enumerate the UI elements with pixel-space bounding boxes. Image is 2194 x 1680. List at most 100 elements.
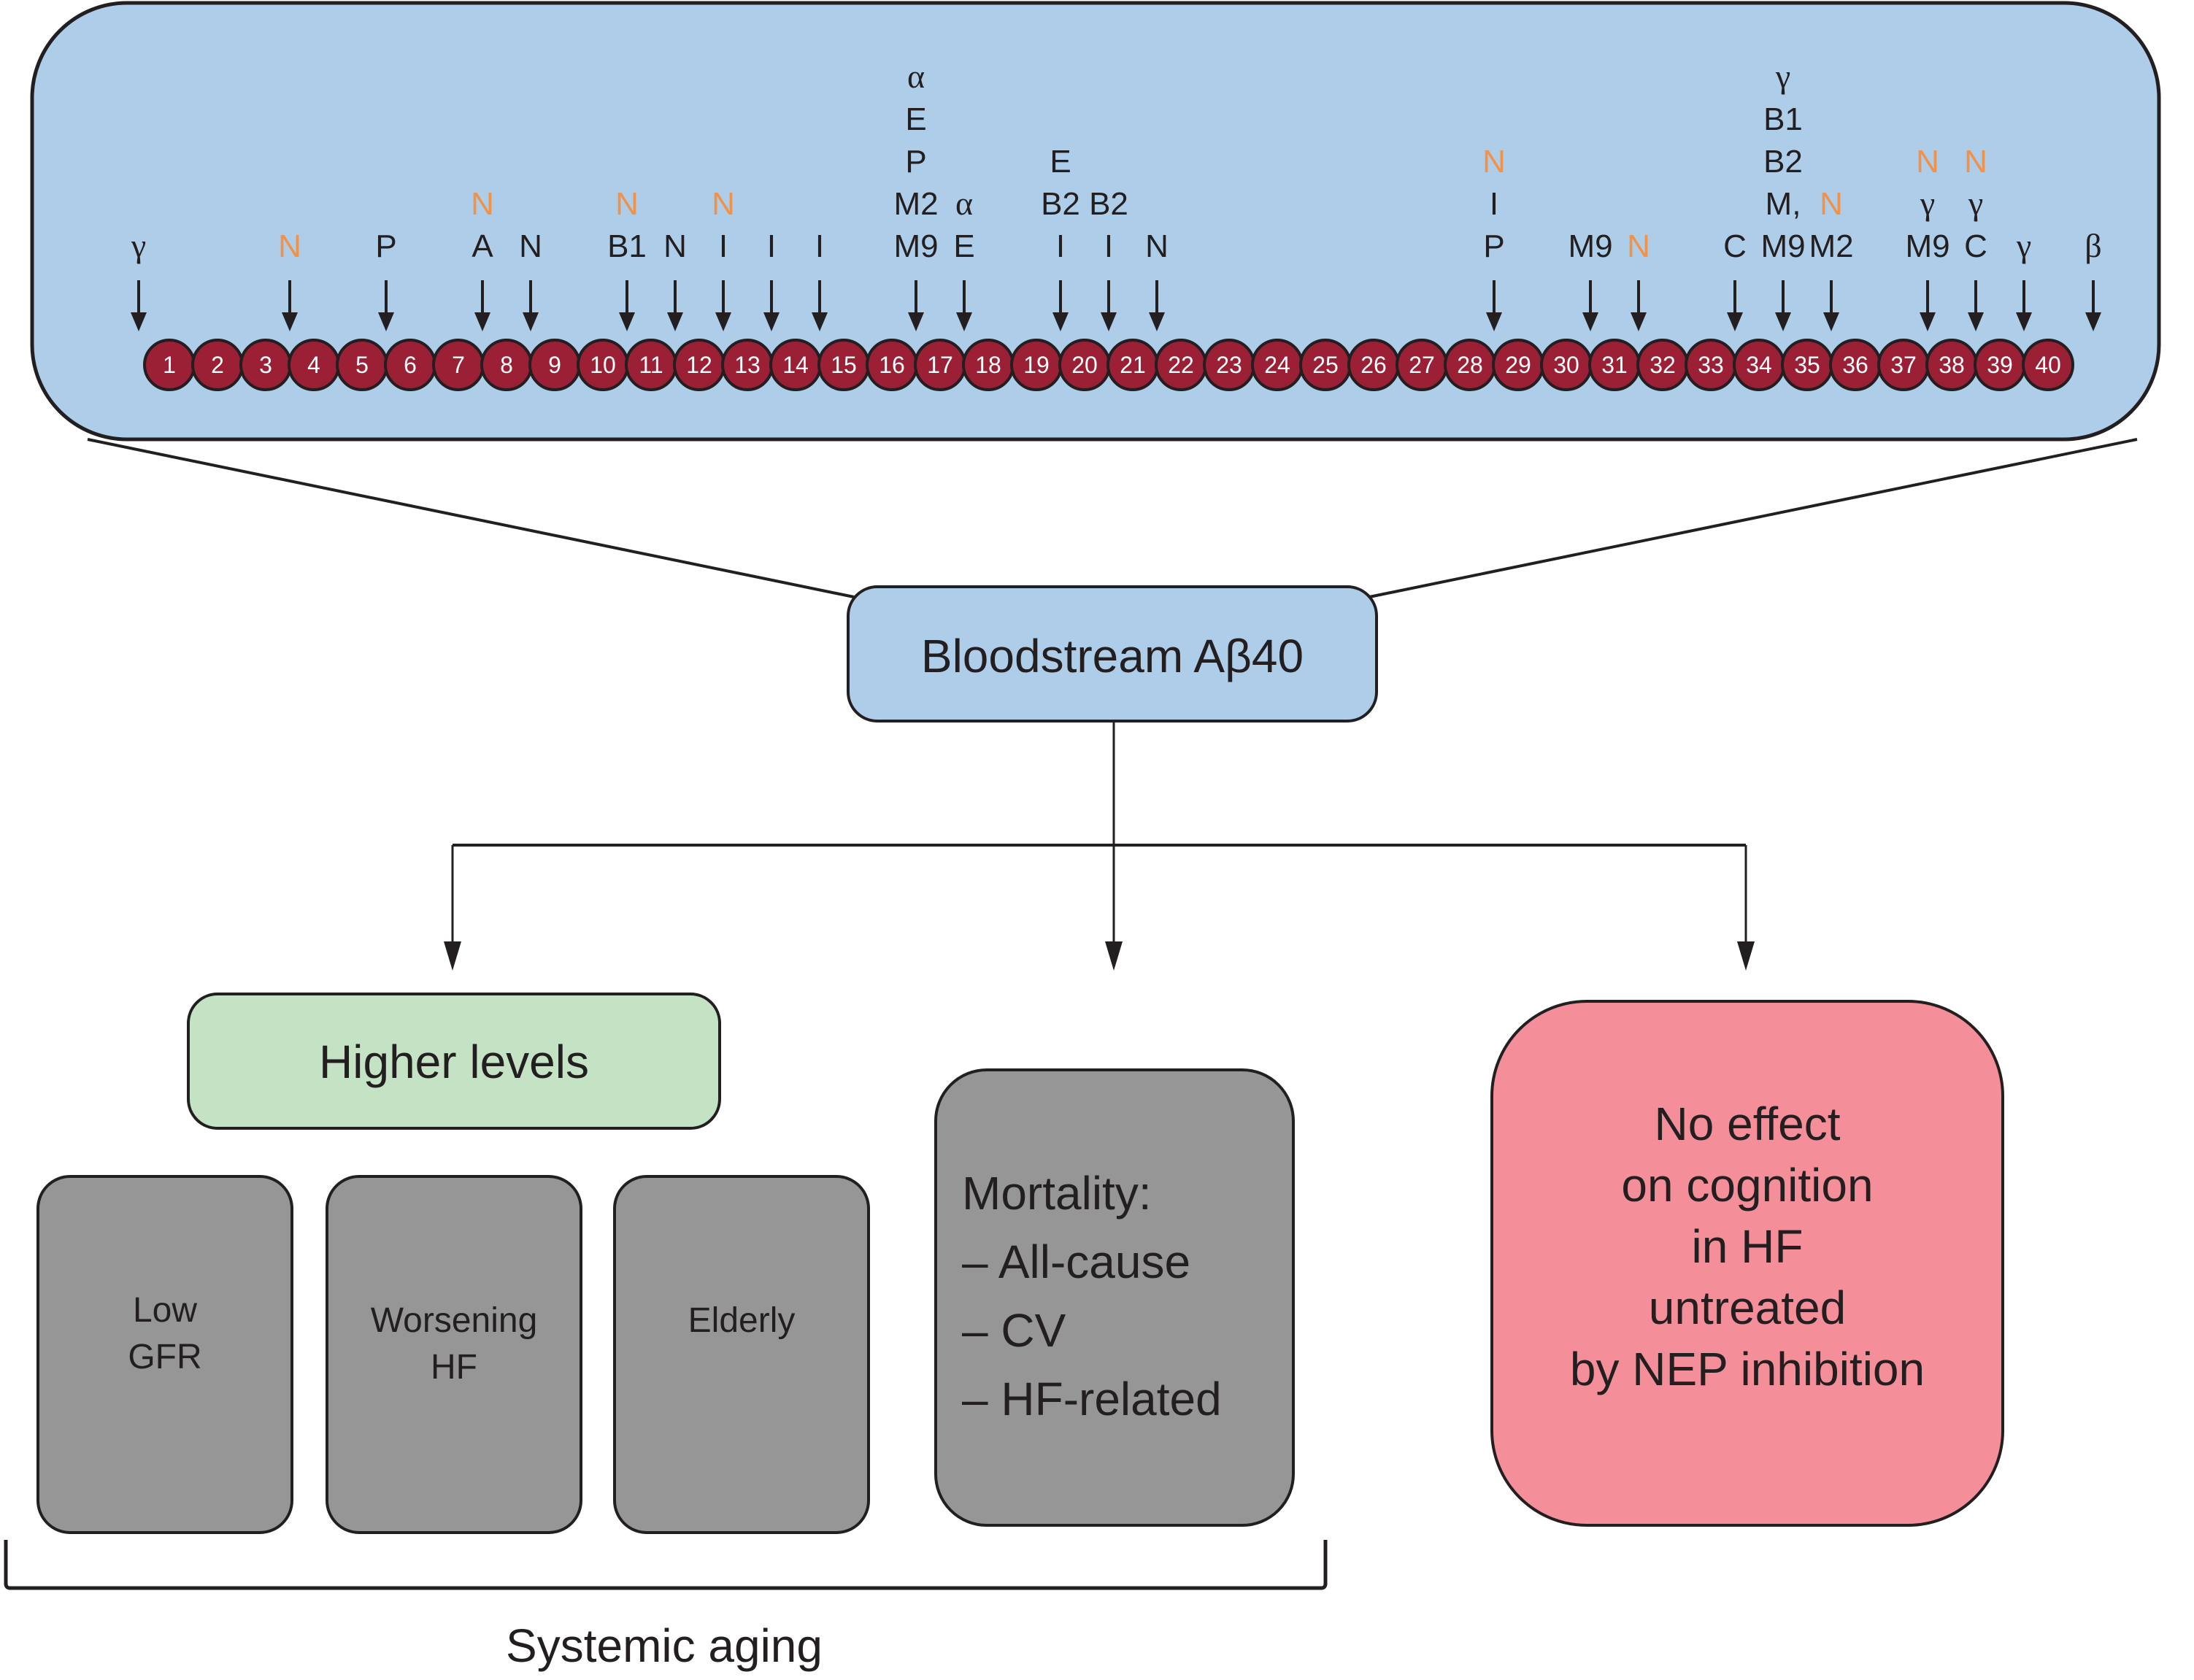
protease-label: I	[1056, 228, 1065, 264]
no-effect-line-3: in HF	[1691, 1220, 1804, 1273]
residue-number: 36	[1842, 352, 1868, 378]
arrowhead-right	[1737, 941, 1755, 971]
residue-number: 25	[1312, 352, 1339, 378]
protease-label: N	[1916, 144, 1939, 180]
residue-number: 9	[548, 352, 561, 378]
protease-label: N	[1482, 144, 1506, 180]
cleavage-arrowhead	[812, 312, 828, 331]
residue-number: 18	[975, 352, 1001, 378]
residue-number: 32	[1650, 352, 1676, 378]
elderly-label: Elderly	[615, 1298, 869, 1344]
protease-label: I	[1490, 186, 1498, 222]
bloodstream-box	[847, 585, 1378, 723]
protease-label: α	[907, 58, 925, 95]
cleavage-arrowhead	[1486, 312, 1502, 331]
low-gfr-box	[36, 1175, 293, 1534]
protease-label: M9	[1568, 228, 1612, 264]
cleavage-arrowhead	[474, 312, 490, 331]
residue-number: 33	[1698, 352, 1724, 378]
residue-number: 11	[639, 352, 663, 378]
zoom-line-right	[1369, 438, 2138, 598]
residue-number: 20	[1071, 352, 1098, 378]
cleavage-arrowhead	[1631, 312, 1647, 331]
systemic-aging-label: Systemic aging	[506, 1619, 823, 1672]
residue-number: 4	[307, 352, 320, 378]
protease-label: M,	[1766, 186, 1801, 222]
protease-label: E	[905, 101, 926, 137]
cleavage-arrowhead	[956, 312, 972, 331]
residue-number: 8	[500, 352, 513, 378]
protease-label: M9	[1760, 228, 1805, 264]
no-effect-label: No effect on cognition in HF untreated b…	[1492, 1093, 2003, 1400]
cleavage-arrowhead	[1968, 312, 1984, 331]
residue-number: 16	[879, 352, 905, 378]
protease-label: N	[471, 186, 494, 222]
residue-number: 37	[1890, 352, 1917, 378]
residue-number: 21	[1120, 352, 1146, 378]
residue-number: 35	[1794, 352, 1820, 378]
residue-number: 38	[1939, 352, 1965, 378]
cleavage-arrowhead	[131, 312, 147, 331]
protease-label: I	[815, 228, 824, 264]
mortality-item-cv: – CV	[962, 1304, 1066, 1357]
worsening-hf-line-2: HF	[431, 1348, 477, 1387]
protease-label: N	[519, 228, 542, 264]
protease-label: M9	[893, 228, 938, 264]
protease-label: P	[905, 144, 926, 180]
protease-label: N	[663, 228, 687, 264]
residue-number: 2	[211, 352, 224, 378]
residue-number: 30	[1553, 352, 1579, 378]
protease-label: B1	[607, 228, 647, 264]
systemic-aging-bracket	[4, 1540, 1328, 1590]
protease-label: α	[955, 185, 973, 222]
protease-label: β	[2085, 227, 2101, 264]
protease-label: N	[1627, 228, 1650, 264]
residue-40	[2022, 339, 2074, 391]
protease-label: I	[719, 228, 728, 264]
residue-number: 3	[259, 352, 272, 378]
protease-label: E	[1050, 144, 1071, 180]
protease-label: N	[615, 186, 639, 222]
low-gfr-line-2: GFR	[128, 1338, 202, 1376]
cleavage-site-panel	[30, 1, 2161, 442]
elderly-box	[613, 1175, 870, 1534]
arrowhead-left	[444, 941, 461, 971]
residue-number: 39	[1987, 352, 2013, 378]
cleavage-arrowhead	[763, 312, 780, 331]
cleavage-arrowhead	[1775, 312, 1791, 331]
residue-number: 12	[686, 352, 712, 378]
protease-label: P	[375, 228, 396, 264]
residue-number: 17	[927, 352, 953, 378]
protease-label: E	[953, 228, 974, 264]
protease-label: γ	[1775, 58, 1790, 95]
no-effect-line-1: No effect	[1654, 1098, 1841, 1150]
mortality-title: Mortality:	[962, 1167, 1152, 1219]
protease-label: N	[712, 186, 735, 222]
protease-label: M2	[893, 186, 938, 222]
cleavage-arrowhead	[378, 312, 394, 331]
no-effect-line-2: on cognition	[1621, 1159, 1874, 1211]
protease-label: N	[1145, 228, 1169, 264]
residue-number: 27	[1409, 352, 1435, 378]
residue-number: 29	[1505, 352, 1531, 378]
protease-label: B2	[1763, 144, 1803, 180]
arrowhead-middle	[1105, 941, 1123, 971]
mortality-box	[934, 1068, 1295, 1527]
low-gfr-line-1: Low	[132, 1291, 198, 1330]
residue-number: 23	[1216, 352, 1242, 378]
cleavage-arrowhead	[715, 312, 731, 331]
zoom-line-left	[87, 438, 855, 598]
protease-label: M2	[1809, 228, 1853, 264]
worsening-hf-label: Worsening HF	[327, 1298, 581, 1391]
higher-levels-box	[187, 993, 721, 1130]
protease-label: B2	[1041, 186, 1080, 222]
cleavage-arrowhead	[1052, 312, 1069, 331]
cleavage-arrowhead	[2016, 312, 2032, 331]
cleavage-arrowhead	[1149, 312, 1165, 331]
no-effect-line-4: untreated	[1648, 1282, 1847, 1334]
cleavage-arrowhead	[523, 312, 539, 331]
residue-number: 40	[2035, 352, 2061, 378]
residue-number: 10	[590, 352, 616, 378]
